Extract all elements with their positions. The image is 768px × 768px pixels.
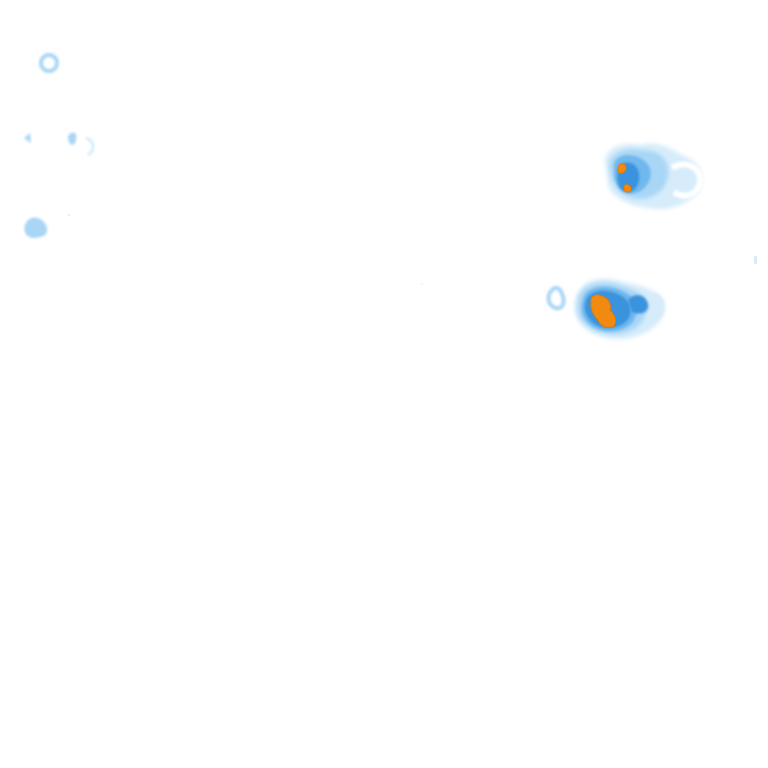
echo-intense-core	[623, 184, 632, 193]
echo-dot	[68, 214, 70, 216]
echo-fragment	[68, 132, 77, 145]
storm-cell-upper-right	[604, 143, 704, 210]
echo-ring	[546, 285, 566, 311]
echo-cluster-left-middle	[24, 132, 95, 157]
echo-ring-white	[644, 293, 665, 320]
echo-strong-lobe	[628, 295, 649, 314]
echo-speck	[421, 283, 423, 285]
echo-intense-core	[617, 163, 627, 174]
echo-fragment	[24, 133, 31, 143]
echo-cluster-left-lower	[24, 214, 70, 238]
echo-intense-core	[590, 294, 617, 328]
echo-ring	[39, 53, 59, 73]
echo-fleck-right-edge	[754, 256, 757, 264]
echo-fragment	[85, 136, 95, 157]
echo-ring-white	[670, 161, 704, 199]
echo-cluster-top-left	[39, 53, 59, 73]
echo-patch	[24, 217, 48, 238]
storm-cell-lower-right	[546, 278, 665, 340]
